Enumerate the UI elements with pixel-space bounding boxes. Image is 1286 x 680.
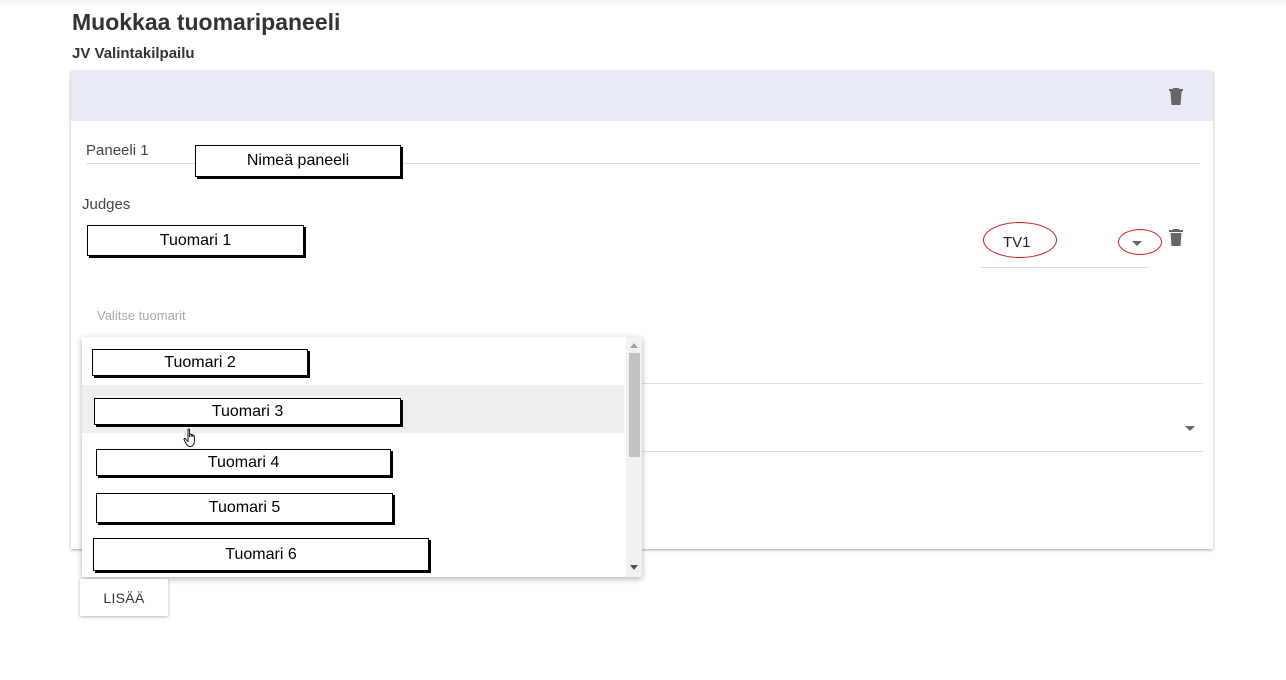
option-label: Tuomari 3 — [94, 398, 401, 425]
choose-judges-label: Valitse tuomarit — [97, 308, 186, 323]
panel-name-underline — [86, 163, 1200, 164]
judges-label: Judges — [82, 196, 131, 213]
dropdown-option[interactable]: Tuomari 5 — [82, 481, 624, 529]
page-title: Muokkaa tuomaripaneeli — [72, 9, 341, 35]
dropdown-option-hovered[interactable]: Tuomari 3 — [82, 385, 624, 433]
dropdown-option[interactable]: Tuomari 2 — [82, 337, 624, 385]
hand-cursor-icon — [183, 428, 195, 447]
dropdown-option[interactable]: Tuomari 4 — [82, 433, 624, 481]
option-label: Tuomari 4 — [96, 449, 391, 476]
delete-judge-trash-icon[interactable] — [1169, 228, 1183, 246]
scroll-down-icon[interactable] — [630, 565, 638, 570]
dropdown-option[interactable]: Tuomari 6 — [82, 529, 624, 577]
dropdown-scrollbar[interactable] — [626, 337, 642, 577]
judge-role-underline — [981, 267, 1149, 268]
add-panel-button[interactable]: LISÄÄ — [80, 579, 168, 616]
delete-panel-trash-icon[interactable] — [1169, 87, 1183, 105]
page-subtitle: JV Valintakilpailu — [72, 45, 195, 62]
choose-judges-underline — [642, 383, 1203, 384]
panel-card-header — [71, 71, 1213, 121]
scroll-thumb[interactable] — [629, 353, 640, 457]
judge-options-dropdown[interactable]: Tuomari 2 Tuomari 3 Tuomari 4 Tuomari 5 … — [82, 337, 642, 577]
scroll-up-icon[interactable] — [630, 343, 638, 348]
judge-role-select[interactable]: TV1 — [981, 221, 1151, 269]
chevron-down-icon[interactable] — [1132, 241, 1142, 246]
option-label: Tuomari 2 — [92, 349, 308, 376]
panel-name-field[interactable]: Paneeli 1 — [86, 142, 149, 159]
top-shadow — [0, 0, 1286, 8]
annotation-judge-1: Tuomari 1 — [87, 225, 304, 256]
option-label: Tuomari 5 — [96, 493, 393, 523]
judge-role-value: TV1 — [1003, 234, 1031, 251]
option-label: Tuomari 6 — [93, 538, 429, 571]
annotation-rename-panel: Nimeä paneeli — [195, 145, 401, 177]
second-select-underline — [642, 451, 1203, 452]
chevron-down-icon[interactable] — [1185, 426, 1195, 431]
